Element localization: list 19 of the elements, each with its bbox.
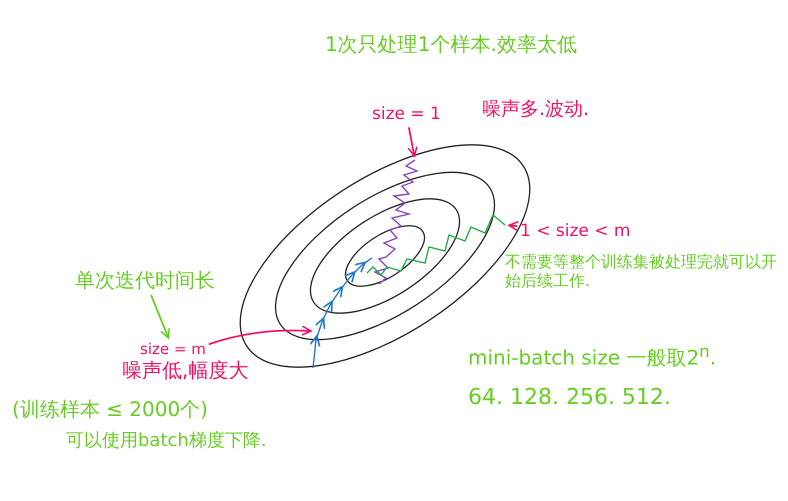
annotation-text: mini-batch size 一般取2$^{n}$.	[468, 342, 716, 370]
size-label: 1 < size < m	[520, 221, 630, 242]
noisy-path-line	[373, 159, 419, 285]
arrow	[150, 294, 170, 339]
annotation-text: (训练样本 ≤ 2000个)	[12, 397, 208, 421]
smooth-path-line	[310, 257, 372, 368]
arrow	[508, 220, 520, 232]
size-label: size = 1	[372, 104, 441, 124]
annotation-text: 噪声低,幅度大	[122, 358, 248, 382]
arrow	[208, 325, 312, 346]
annotation-text: 单次迭代时间长	[75, 268, 215, 292]
annotation-text: 64. 128. 256. 512.	[468, 385, 671, 412]
size-label: size = m	[140, 340, 206, 358]
annotation-text: 噪声多.波动.	[482, 98, 590, 121]
arrow	[407, 127, 418, 157]
annotation-text: 1次只处理1个样本.效率太低	[325, 32, 577, 56]
zigzag-path-line	[366, 214, 506, 276]
annotation-text: 可以使用batch梯度下降.	[66, 430, 267, 452]
annotation-text: 不需要等整个训练集被处理完就可以开始后续工作.	[505, 252, 778, 290]
